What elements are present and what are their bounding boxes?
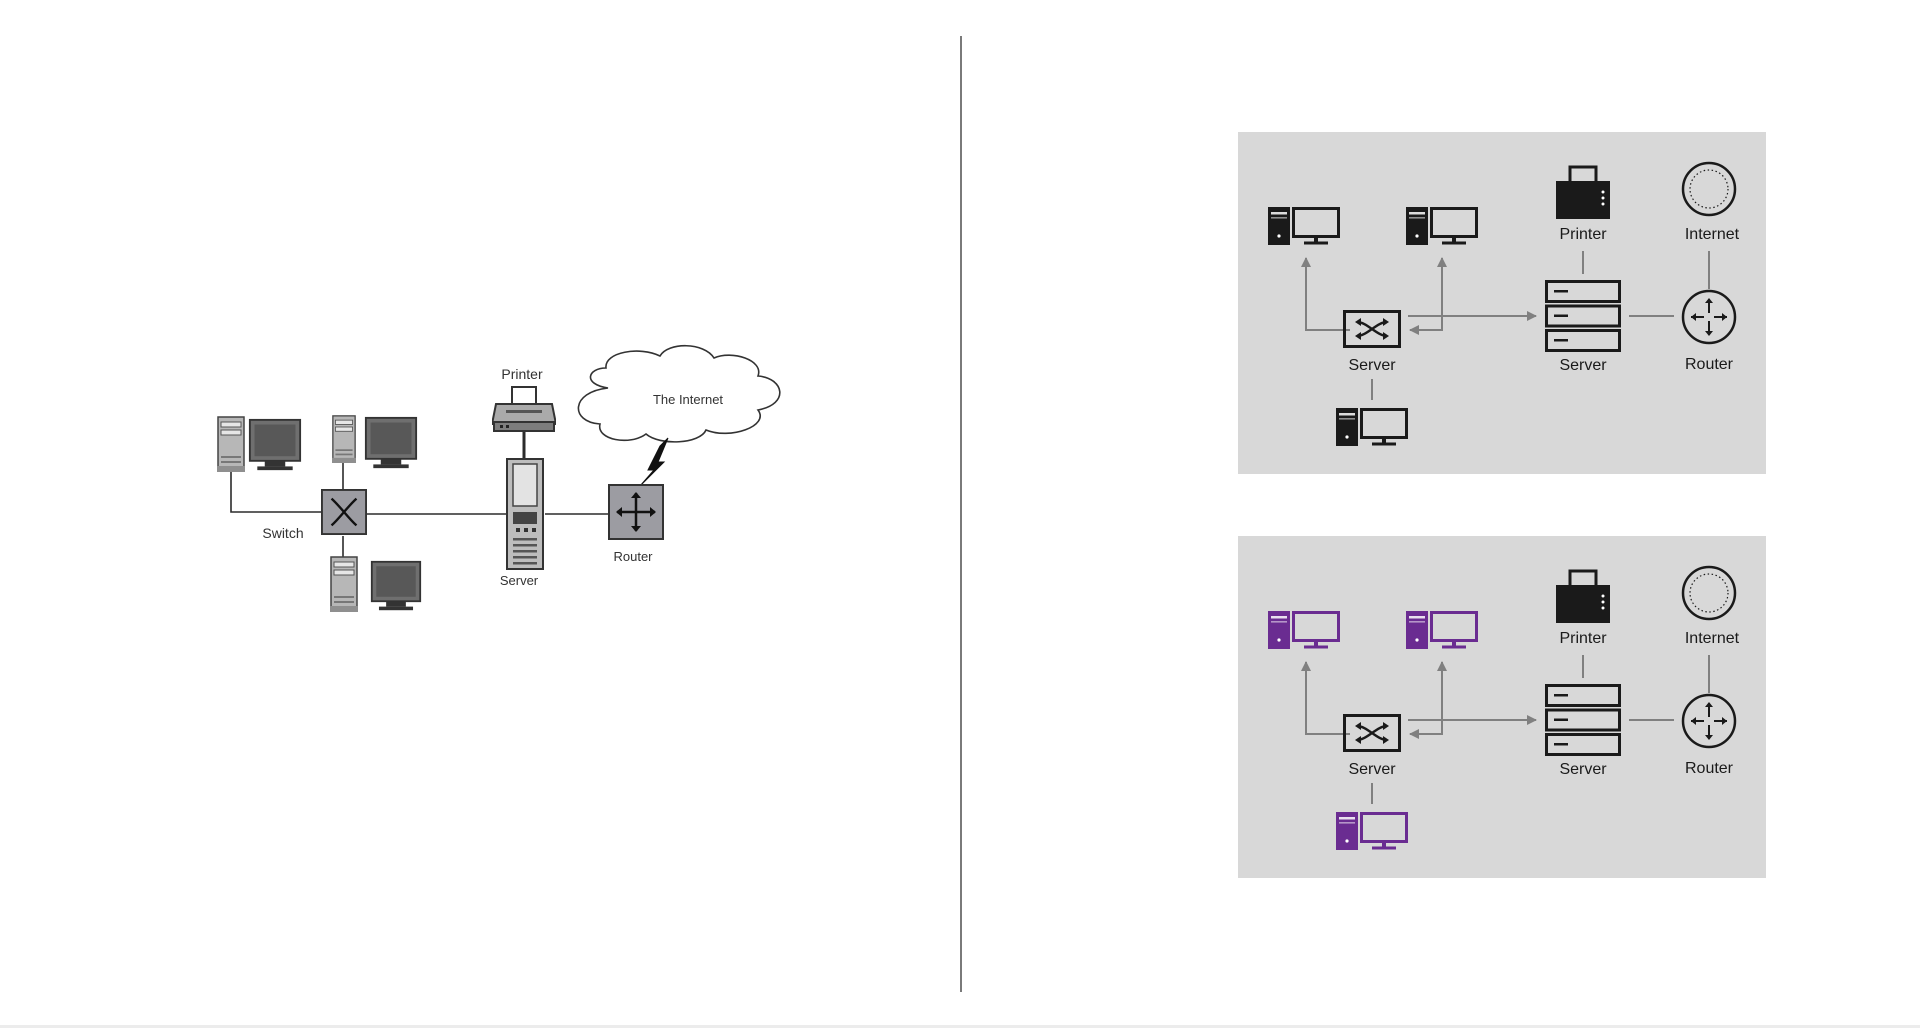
computer-tower-icon bbox=[1336, 408, 1358, 446]
legacy-monitor-icon bbox=[248, 418, 302, 472]
internet-cloud-icon bbox=[577, 345, 781, 443]
computer-tower-icon bbox=[1336, 812, 1358, 850]
computer-tower-icon bbox=[1268, 207, 1290, 245]
server-label: Server bbox=[1559, 761, 1607, 778]
legacy-monitor-icon bbox=[370, 560, 422, 612]
router-label: Router bbox=[1685, 356, 1734, 373]
internet-label: Internet bbox=[1685, 226, 1740, 243]
link-switch-computer-1 bbox=[1301, 661, 1350, 735]
panel-background bbox=[1238, 132, 1766, 474]
legacy-tower-icon bbox=[217, 416, 245, 472]
legacy-server-icon bbox=[506, 458, 544, 570]
panel-background bbox=[1238, 536, 1766, 878]
legacy-tower-icon bbox=[330, 556, 358, 612]
switch-label: Server bbox=[1348, 761, 1396, 778]
router-label: Router bbox=[1685, 760, 1734, 777]
computer-tower-icon bbox=[1268, 611, 1290, 649]
legacy-tower-icon bbox=[332, 415, 356, 464]
legacy-internet-label: The Internet bbox=[653, 392, 723, 407]
legacy-link-pc1-switch bbox=[230, 472, 322, 513]
server-label: Server bbox=[1559, 357, 1607, 374]
legacy-computer-1 bbox=[217, 416, 302, 472]
legacy-switch-icon bbox=[321, 489, 367, 535]
link-switch-computer-1 bbox=[1301, 257, 1350, 331]
legacy-router-icon bbox=[608, 484, 664, 540]
printer-label: Printer bbox=[1559, 226, 1607, 243]
computer-tower-icon bbox=[1406, 611, 1428, 649]
legacy-switch-label: Switch bbox=[262, 525, 303, 541]
legacy-printer-label: Printer bbox=[501, 366, 543, 382]
lightning-icon bbox=[639, 437, 669, 487]
legacy-connections bbox=[230, 432, 610, 558]
legacy-router-label: Router bbox=[613, 549, 653, 564]
legacy-network-diagram: Printer The Internet Switch Server Route… bbox=[217, 345, 781, 612]
computer-tower-icon bbox=[1406, 207, 1428, 245]
legacy-computer-2 bbox=[332, 415, 418, 470]
bottom-strip bbox=[0, 1025, 1920, 1028]
legacy-printer-icon bbox=[492, 386, 556, 432]
internet-label: Internet bbox=[1685, 630, 1740, 647]
legacy-computer-3 bbox=[330, 556, 422, 612]
printer-label: Printer bbox=[1559, 630, 1607, 647]
legacy-monitor-icon bbox=[364, 416, 418, 470]
switch-label: Server bbox=[1348, 357, 1396, 374]
legacy-server-label: Server bbox=[500, 573, 539, 588]
